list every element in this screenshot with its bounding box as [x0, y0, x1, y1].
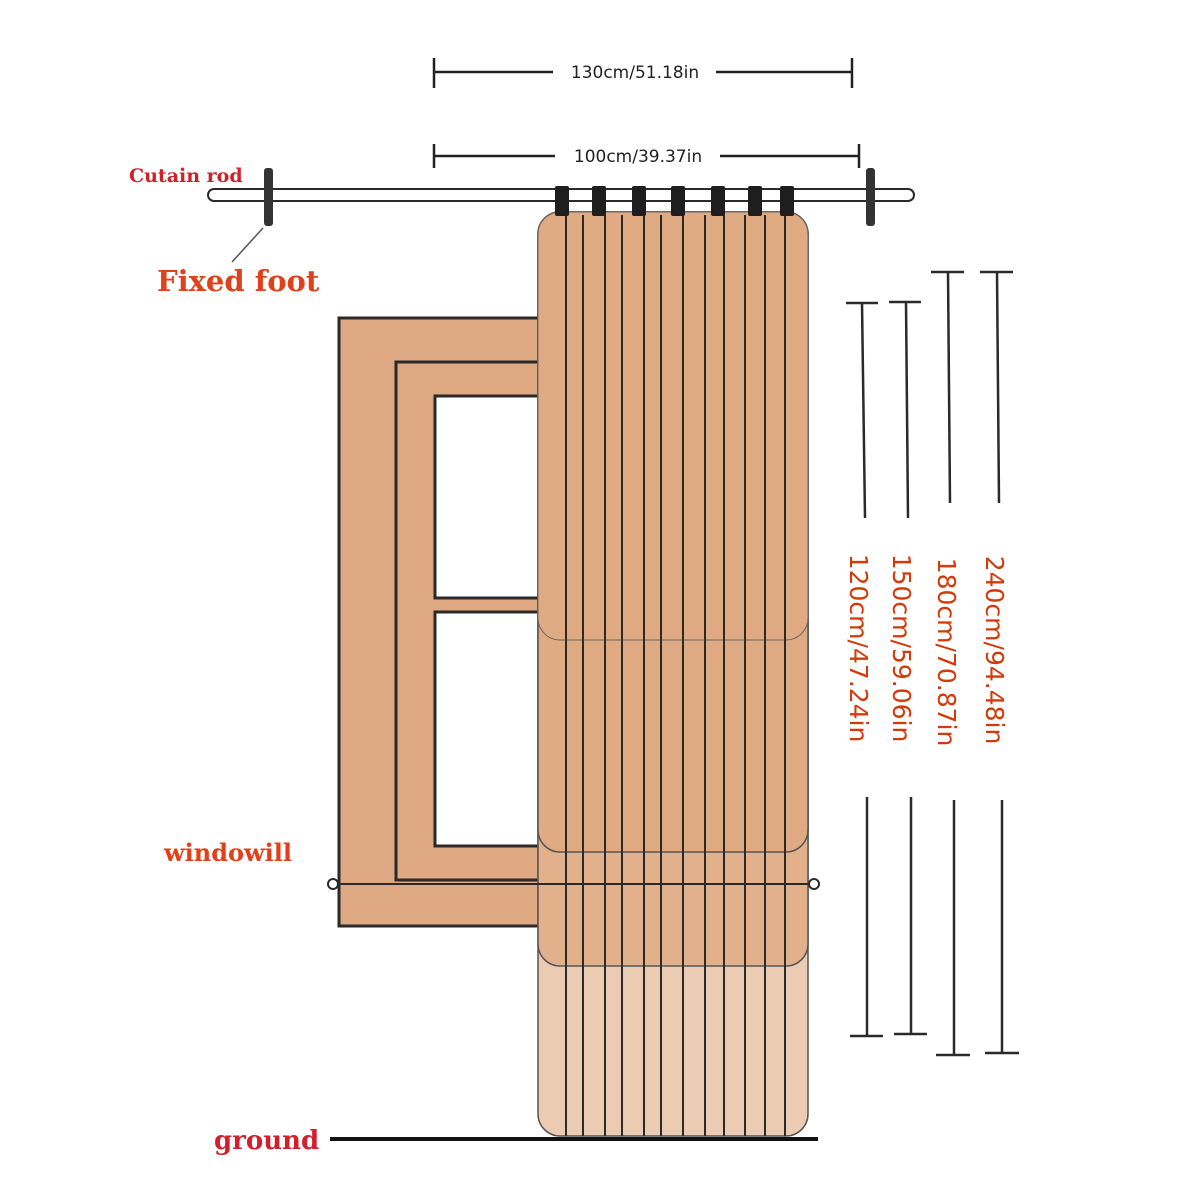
length-label-120: 120cm/47.24in — [844, 554, 873, 743]
ground-label: ground — [214, 1126, 319, 1156]
curtain-panel-120 — [537, 211, 809, 641]
length-label-150: 150cm/59.06in — [887, 554, 916, 743]
length-label-240: 240cm/94.48in — [980, 556, 1009, 745]
width-outer-label: 130cm/51.18in — [571, 63, 699, 83]
dimension-width-130 — [432, 58, 854, 88]
fixed-foot-label: Fixed foot — [157, 264, 320, 298]
length-label-180: 180cm/70.87in — [932, 558, 961, 747]
curtain — [537, 211, 809, 1137]
window-pane-top — [433, 394, 547, 600]
fixed-foot-pointer — [231, 227, 264, 263]
fixed-foot-left — [264, 168, 273, 226]
curtain-tabs — [555, 186, 794, 216]
width-inner-label: 100cm/39.37in — [574, 147, 702, 167]
curtain-rod-label: Cutain rod — [129, 165, 243, 187]
curtain-rod — [207, 168, 915, 226]
dimension-width-100 — [432, 144, 861, 168]
windowsill-label: windowill — [163, 838, 292, 867]
curtain-folds — [565, 215, 786, 1136]
window-pane-bottom — [433, 610, 547, 848]
length-bars — [846, 270, 1019, 1057]
windowsill-rod — [327, 878, 820, 890]
fixed-foot-right — [866, 168, 875, 226]
